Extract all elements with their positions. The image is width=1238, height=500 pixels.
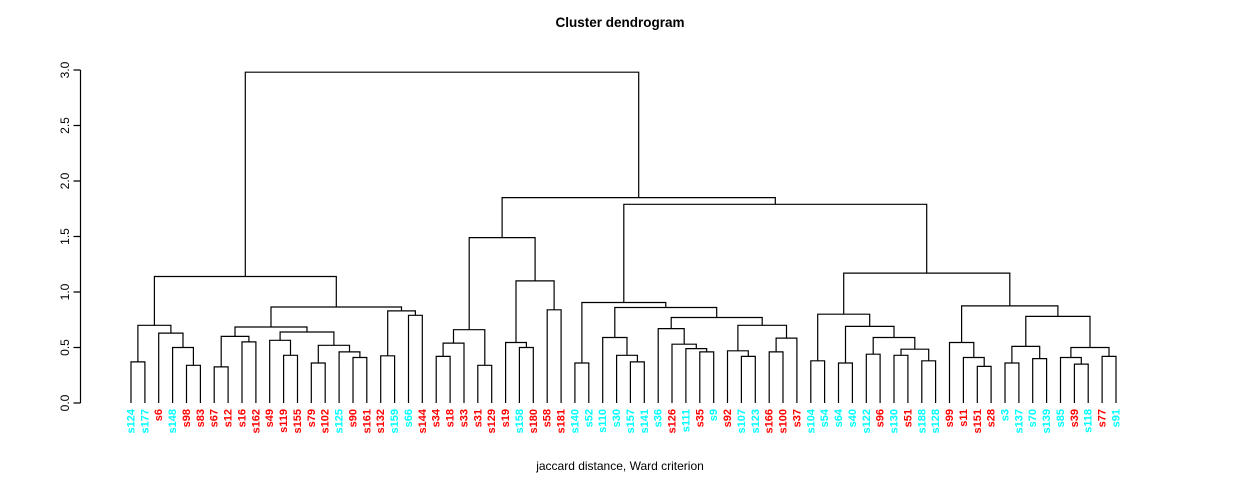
leaf-label: s70 (1027, 409, 1039, 427)
leaf-label: s157 (625, 409, 637, 433)
leaf-label: s155 (292, 409, 304, 433)
leaf-label: s31 (472, 409, 484, 427)
leaf-label: s126 (667, 409, 679, 433)
y-tick-label: 3.0 (58, 61, 72, 78)
leaf-label: s148 (167, 409, 179, 433)
leaf-label: s139 (1041, 409, 1053, 433)
leaf-label: s33 (458, 409, 470, 427)
x-axis-caption: jaccard distance, Ward criterion (535, 459, 704, 473)
dendrogram-lines (130, 71, 1117, 403)
leaf-label: s35 (694, 409, 706, 427)
leaf-label: s137 (1013, 409, 1025, 433)
leaf-label: s9 (708, 409, 720, 421)
leaf-label: s36 (653, 409, 665, 427)
leaf-label: s107 (736, 409, 748, 433)
y-tick-label: 1.0 (58, 283, 72, 300)
leaf-label: s132 (375, 409, 387, 433)
leaf-label: s104 (805, 408, 817, 433)
leaf-label: s16 (236, 409, 248, 427)
leaf-label: s141 (639, 409, 651, 433)
leaf-label: s151 (972, 409, 984, 433)
leaf-label: s125 (334, 409, 346, 433)
leaf-label: s58 (542, 409, 554, 427)
leaf-label: s181 (556, 409, 568, 433)
y-tick-label: 2.0 (58, 172, 72, 189)
y-tick-label: 0.5 (58, 339, 72, 356)
leaf-label: s92 (722, 409, 734, 427)
leaf-label: s28 (986, 409, 998, 427)
leaf-label: s158 (514, 409, 526, 433)
leaf-label: s122 (861, 409, 873, 433)
plot-title: Cluster dendrogram (555, 15, 684, 30)
leaf-label: s129 (486, 409, 498, 433)
leaf-label: s99 (944, 409, 956, 427)
leaf-label: s3 (999, 409, 1011, 421)
leaf-label: s66 (403, 409, 415, 427)
y-tick-label: 2.5 (58, 117, 72, 134)
leaf-label: s79 (306, 409, 318, 427)
leaf-label: s85 (1055, 409, 1067, 427)
leaf-label: s40 (847, 409, 859, 427)
leaf-label: s51 (902, 409, 914, 427)
leaf-label: s123 (750, 409, 762, 433)
leaf-label: s77 (1097, 409, 1109, 427)
leaf-label: s11 (958, 409, 970, 427)
leaf-label: s130 (889, 409, 901, 433)
leaf-label: s49 (264, 409, 276, 427)
leaf-label: s128 (930, 409, 942, 433)
leaf-label: s12 (223, 409, 235, 427)
y-axis-line (73, 69, 82, 404)
leaf-label: s110 (597, 409, 609, 433)
leaf-label: s100 (778, 409, 790, 433)
leaf-label: s124 (126, 408, 138, 433)
y-tick-label: 1.5 (58, 228, 72, 245)
leaf-label: s39 (1069, 409, 1081, 427)
leaf-label: s54 (819, 408, 831, 427)
leaf-label: s96 (875, 409, 887, 427)
leaf-label: s118 (1083, 409, 1095, 433)
leaf-label: s34 (431, 408, 443, 427)
leaf-label: s161 (361, 409, 373, 433)
y-tick-label: 0.0 (58, 394, 72, 411)
leaf-label: s19 (500, 409, 512, 427)
leaf-label: s119 (278, 409, 290, 433)
leaf-label: s67 (209, 409, 221, 427)
leaf-label: s6 (153, 409, 165, 421)
leaf-label: s18 (445, 409, 457, 427)
leaf-label: s37 (791, 409, 803, 427)
leaf-label: s162 (250, 409, 262, 433)
leaf-label: s177 (139, 409, 151, 433)
leaf-label: s98 (181, 409, 193, 427)
leaf-label: s144 (417, 408, 429, 433)
y-axis: 0.0 0.5 1.0 1.5 2.0 2.5 3.0 (58, 61, 82, 411)
leaf-label: s188 (916, 409, 928, 433)
leaf-label: s30 (611, 409, 623, 427)
leaf-label: s91 (1110, 409, 1122, 427)
leaf-label: s102 (320, 409, 332, 433)
leaf-label: s83 (195, 409, 207, 427)
leaf-label: s180 (528, 409, 540, 433)
leaf-label: s166 (764, 409, 776, 433)
cluster-links (130, 71, 1117, 403)
leaf-label: s140 (569, 409, 581, 433)
leaf-label: s52 (583, 409, 595, 427)
leaf-label: s159 (389, 409, 401, 433)
leaf-label: s90 (347, 409, 359, 427)
leaf-label: s111 (680, 409, 692, 432)
leaf-label: s64 (833, 408, 845, 427)
